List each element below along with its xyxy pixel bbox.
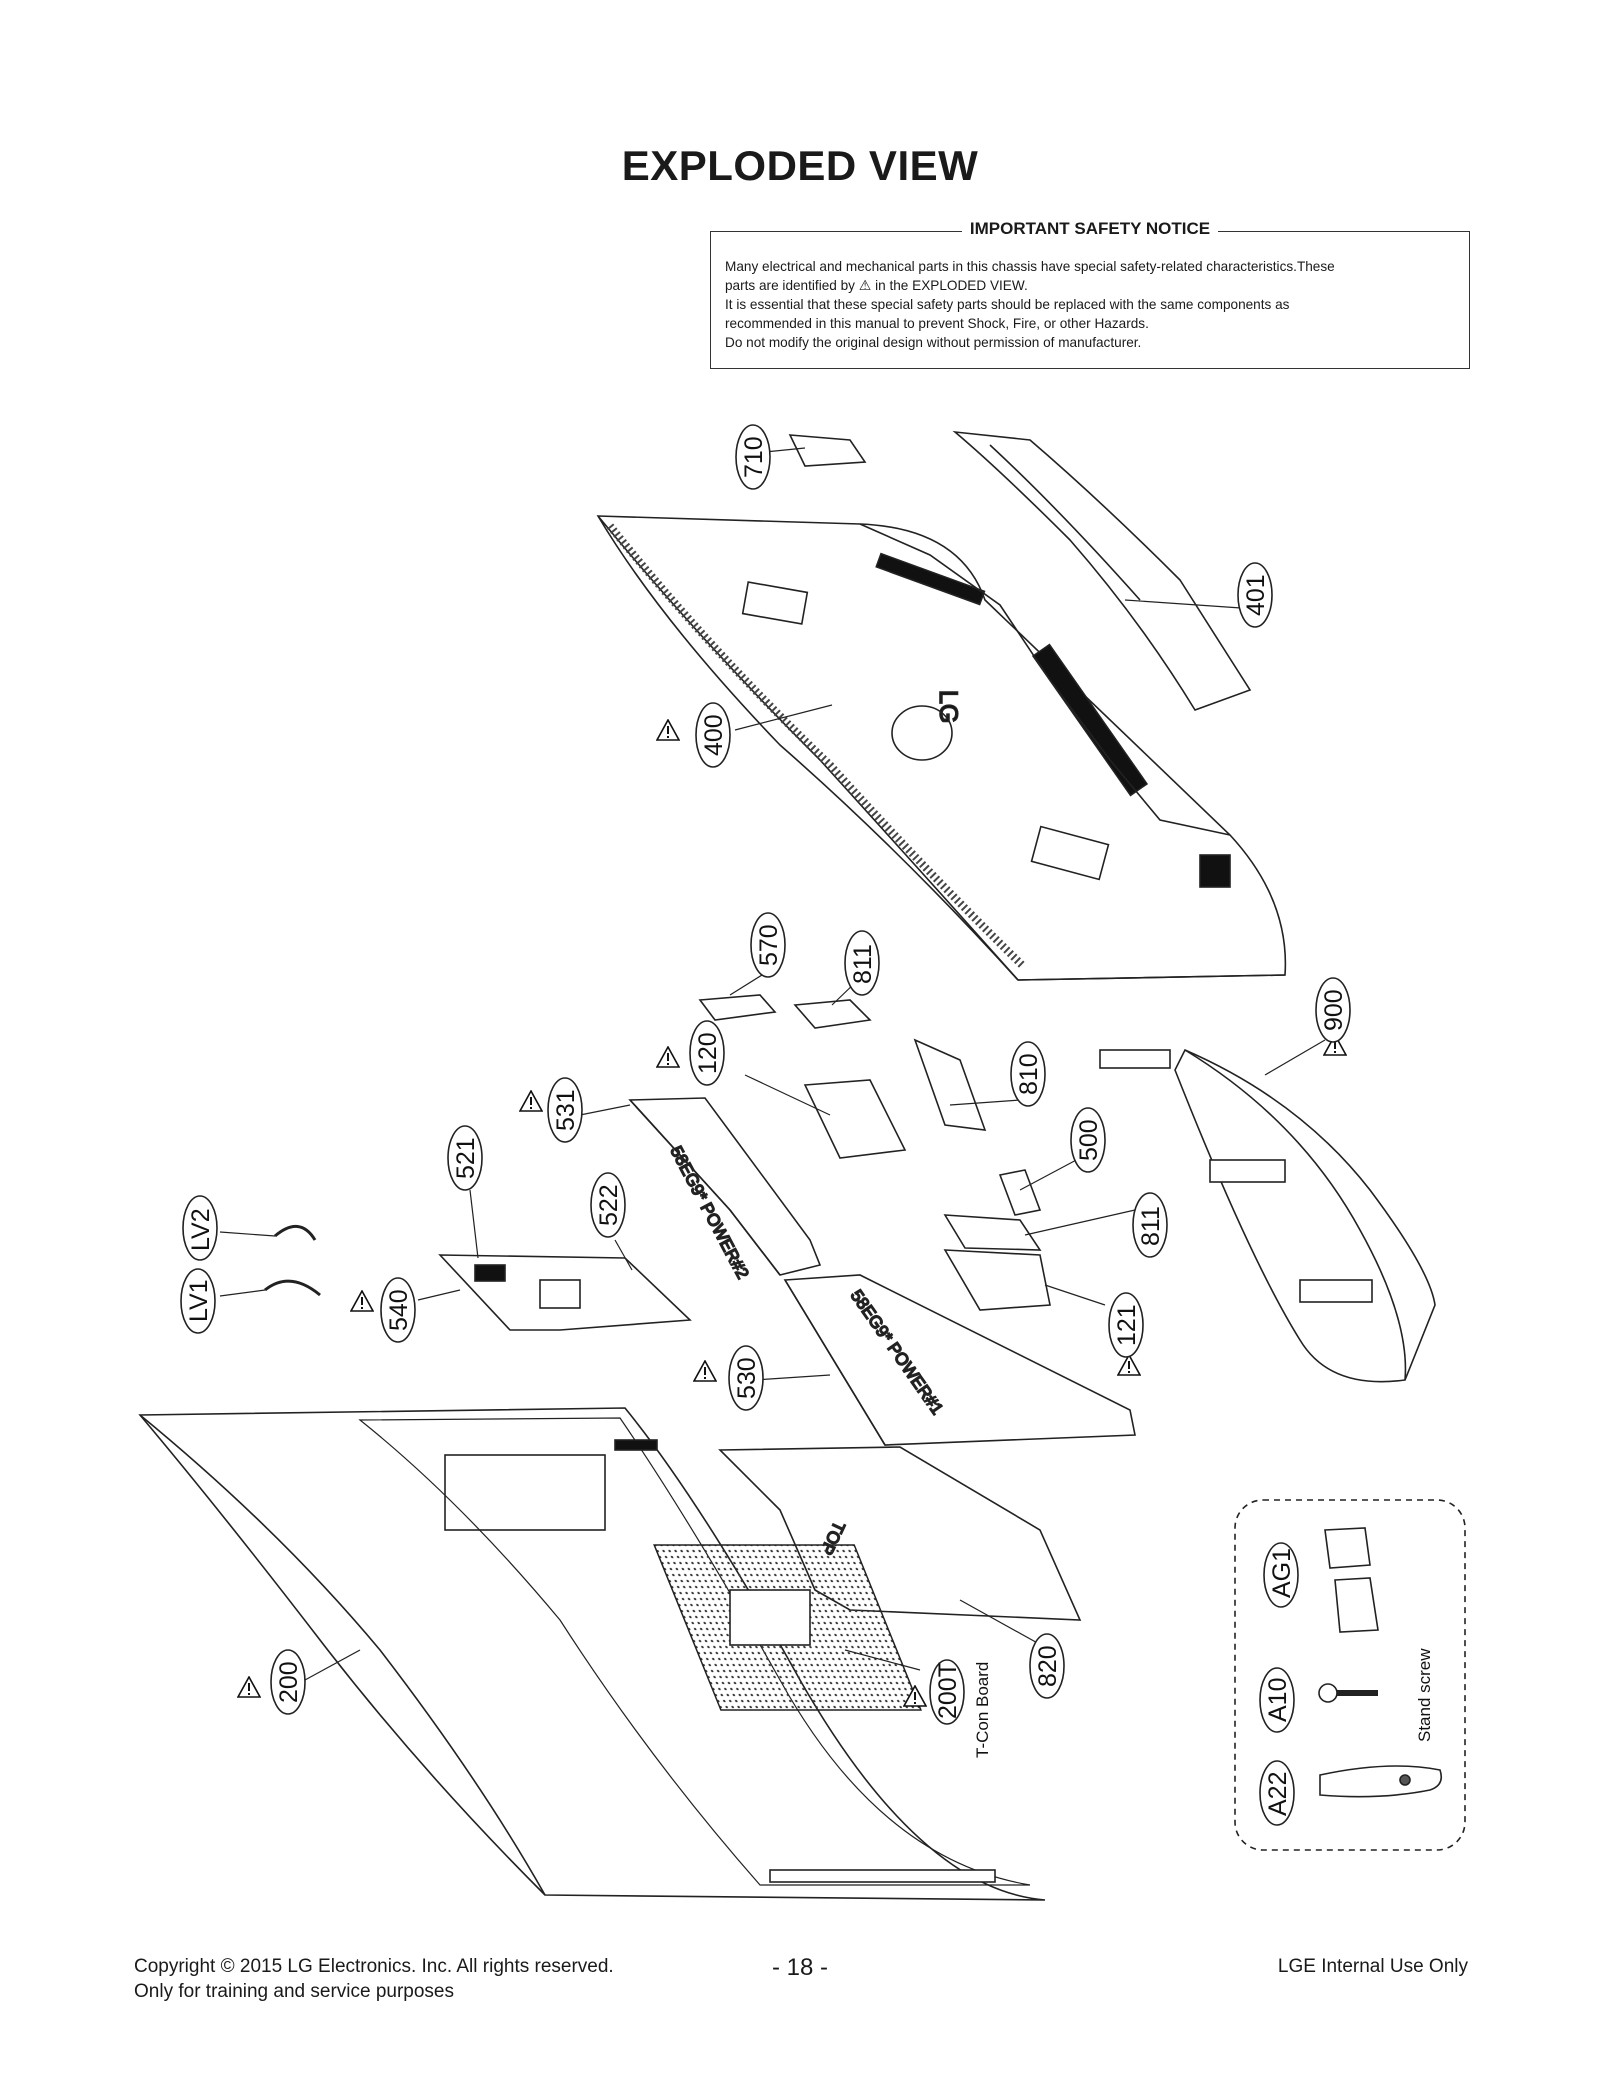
- callout-820-text: 820: [1034, 1645, 1062, 1687]
- stand-screw-label: Stand screw: [1415, 1648, 1434, 1742]
- callout-400-text: 400: [700, 714, 728, 756]
- notice-line: Many electrical and mechanical parts in …: [725, 259, 1335, 274]
- warning-triangle-icon: [350, 1290, 374, 1312]
- callout-900: [1315, 977, 1351, 1043]
- warning-triangle-icon: [656, 1046, 680, 1068]
- cable-lv1: [264, 1279, 321, 1297]
- callout-540-text: 540: [385, 1289, 413, 1331]
- callout-522: [590, 1172, 626, 1238]
- callout-811-bottom-text: 811: [1137, 1206, 1165, 1246]
- callout-a10: [1259, 1667, 1295, 1733]
- safety-notice-heading: IMPORTANT SAFETY NOTICE: [711, 219, 1469, 239]
- panel-200: [138, 1407, 1046, 1901]
- callout-522-text: 522: [595, 1184, 623, 1226]
- callout-570: [750, 912, 786, 978]
- page-title: EXPLODED VIEW: [621, 142, 979, 189]
- main-board-521: [438, 1254, 692, 1331]
- callout-lv1-text: LV1: [185, 1279, 213, 1322]
- callout-500-text: 500: [1075, 1119, 1103, 1161]
- warning-triangle-icon: [693, 1360, 717, 1382]
- warning-triangle-icon: [237, 1676, 261, 1698]
- callout-lv2-text: LV2: [187, 1208, 215, 1251]
- part-120: [803, 1079, 907, 1159]
- part-810: [913, 1038, 987, 1131]
- part-811-top: [793, 999, 872, 1029]
- callout-820: [1029, 1633, 1065, 1699]
- notice-line: Do not modify the original design withou…: [725, 335, 1142, 350]
- callout-a22-text: A22: [1264, 1772, 1292, 1816]
- power-board-531: 58EG9* POWER#2: [628, 1097, 822, 1283]
- callout-400: [695, 702, 731, 768]
- callout-a22: [1259, 1760, 1295, 1826]
- tcon-board-label: T-Con Board: [973, 1662, 992, 1758]
- callout-540: [380, 1277, 416, 1343]
- callout-710-text: 710: [740, 436, 768, 478]
- callout-531-text: 531: [552, 1089, 580, 1131]
- screw-a10: [1318, 1683, 1378, 1703]
- callout-120: [689, 1020, 725, 1086]
- cover-401: [952, 430, 1252, 711]
- callout-a10-text: A10: [1264, 1678, 1292, 1722]
- glasses-ag1: [1324, 1527, 1379, 1633]
- page-number: - 18 -: [771, 1954, 828, 1981]
- remote-a22: [1319, 1765, 1443, 1798]
- callout-521: [447, 1125, 483, 1191]
- footer-internal: LGE Internal Use Only: [1277, 1956, 1468, 1977]
- part-570: [698, 994, 777, 1021]
- callout-401: [1237, 562, 1273, 628]
- callout-200t-text: 200T: [934, 1662, 962, 1719]
- callout-121-text: 121: [1113, 1304, 1141, 1346]
- lg-logo: LG: [891, 689, 963, 761]
- callout-710: [735, 424, 771, 490]
- part-500: [998, 1169, 1042, 1216]
- callout-200: [270, 1649, 306, 1715]
- part-710: [788, 434, 867, 467]
- callout-530-text: 530: [733, 1357, 761, 1399]
- notice-line: recommended in this manual to prevent Sh…: [725, 316, 1149, 331]
- callout-ag1-text: AG1: [1268, 1548, 1296, 1598]
- callout-121: [1108, 1292, 1144, 1358]
- part-121: [943, 1249, 1051, 1311]
- notice-line: It is essential that these special safet…: [725, 297, 1290, 312]
- callout-521-text: 521: [452, 1137, 480, 1179]
- callout-401-text: 401: [1242, 574, 1270, 616]
- footer-copyright: Copyright © 2015 LG Electronics. Inc. Al…: [134, 1954, 614, 2004]
- callout-120-text: 120: [694, 1032, 722, 1074]
- warning-triangle-icon: ⚠: [858, 277, 872, 293]
- logo-text: LG: [934, 690, 962, 723]
- callout-500: [1070, 1107, 1106, 1173]
- callout-lv1: [180, 1268, 216, 1334]
- notice-line: parts are identified by ⚠ in the EXPLODE…: [725, 277, 1028, 293]
- copyright-text: Copyright © 2015 LG Electronics. Inc. Al…: [134, 1956, 614, 1977]
- warning-triangle-icon: [656, 719, 680, 741]
- callout-ag1: [1263, 1542, 1299, 1608]
- back-cover-400: LG: [596, 515, 1287, 981]
- part-811-bottom: [943, 1214, 1042, 1251]
- purpose-text: Only for training and service purposes: [134, 1981, 454, 2002]
- callout-811-bottom: [1132, 1192, 1168, 1258]
- stand-900: [1099, 1048, 1436, 1383]
- safety-notice-body: Many electrical and mechanical parts in …: [725, 257, 1455, 352]
- warning-triangle-icon: [1117, 1354, 1141, 1376]
- callout-lv2: [182, 1195, 218, 1261]
- power-board-530: 58EG9* POWER#1: [783, 1274, 1136, 1446]
- callout-531: [547, 1077, 583, 1143]
- callout-900-text: 900: [1320, 989, 1348, 1031]
- callout-530: [728, 1345, 764, 1411]
- callout-570-text: 570: [755, 924, 783, 966]
- callout-200-text: 200: [275, 1661, 303, 1703]
- callout-811-top-text: 811: [849, 944, 877, 984]
- warning-triangle-icon: [519, 1090, 543, 1112]
- callout-811-top: [844, 930, 880, 996]
- cable-lv2: [274, 1225, 317, 1241]
- safety-notice: IMPORTANT SAFETY NOTICE Many electrical …: [710, 219, 1470, 369]
- accessories-box: [1234, 1499, 1466, 1851]
- callout-810: [1010, 1041, 1046, 1107]
- callout-810-text: 810: [1015, 1053, 1043, 1095]
- callout-200t: [929, 1659, 965, 1725]
